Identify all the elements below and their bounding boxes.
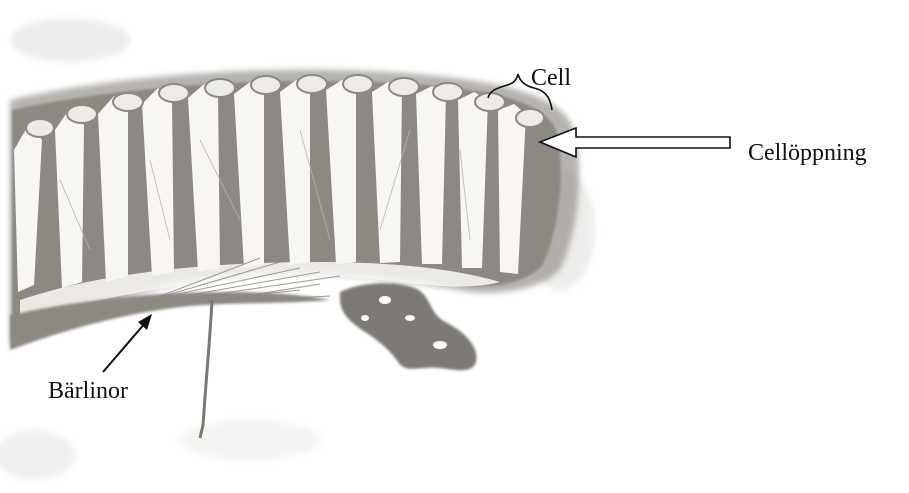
- cell-label: Cell: [531, 66, 571, 90]
- suspension-lines-arrow: [103, 314, 152, 372]
- cell-opening-arrow: [540, 128, 730, 157]
- suspension-lines-label: Bärlinor: [48, 379, 128, 403]
- cell-opening-label: Cellöppning: [748, 141, 867, 165]
- harness-blob: [340, 283, 477, 370]
- riser-line: [200, 300, 212, 438]
